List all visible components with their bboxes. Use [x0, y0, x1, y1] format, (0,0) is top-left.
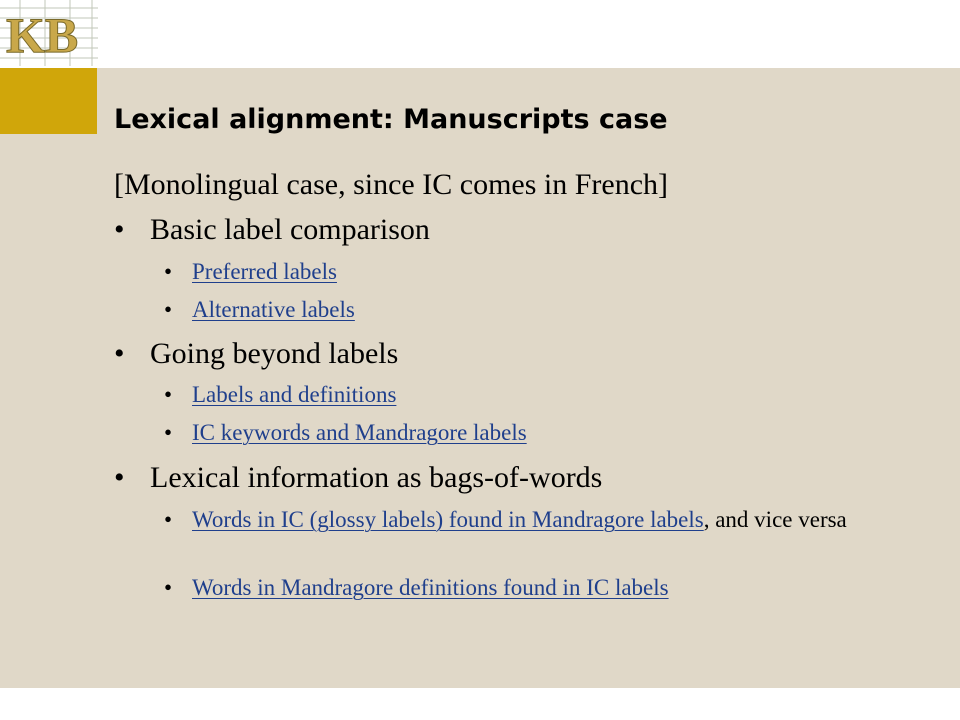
bullet-going-beyond-labels: • Going beyond labels	[114, 337, 399, 371]
accent-block	[0, 68, 97, 134]
content-panel	[97, 68, 960, 688]
section-label: Lexical information as bags-of-words	[150, 461, 603, 494]
bullet-icon: •	[114, 337, 125, 370]
bullet-icon: •	[164, 420, 173, 445]
sub-item-suffix: , and vice versa	[703, 507, 847, 532]
bullet-icon: •	[164, 382, 173, 407]
link-labels-and-definitions[interactable]: Labels and definitions	[192, 382, 397, 407]
bullet-icon: •	[164, 297, 173, 322]
slide-title: Lexical alignment: Manuscripts case	[114, 104, 668, 135]
sub-item-words-in-ic: • Words in IC (glossy labels) found in M…	[164, 504, 912, 535]
bullet-bags-of-words: • Lexical information as bags-of-words	[114, 461, 603, 495]
bullet-icon: •	[164, 507, 173, 532]
sub-item-ic-keywords: • IC keywords and Mandragore labels	[164, 420, 527, 446]
intro-text: [Monolingual case, since IC comes in Fre…	[114, 168, 669, 201]
svg-text:KB: KB	[6, 7, 78, 63]
bullet-icon: •	[114, 213, 125, 246]
link-preferred-labels[interactable]: Preferred labels	[192, 259, 337, 284]
section-label: Basic label comparison	[150, 213, 430, 246]
section-label: Going beyond labels	[150, 337, 399, 370]
link-alternative-labels[interactable]: Alternative labels	[192, 297, 355, 322]
link-words-in-mandragore[interactable]: Words in Mandragore definitions found in…	[192, 575, 669, 600]
sub-item-labels-and-definitions: • Labels and definitions	[164, 382, 397, 408]
sub-item-preferred-labels: • Preferred labels	[164, 259, 337, 285]
bullet-icon: •	[164, 259, 173, 284]
bullet-icon: •	[114, 461, 125, 494]
bullet-basic-label-comparison: • Basic label comparison	[114, 213, 430, 247]
kb-logo-icon: KB	[0, 0, 98, 66]
sub-item-alternative-labels: • Alternative labels	[164, 297, 355, 323]
sub-item-words-in-mandragore: • Words in Mandragore definitions found …	[164, 575, 669, 601]
kb-logo: KB	[0, 0, 98, 66]
link-words-in-ic[interactable]: Words in IC (glossy labels) found in Man…	[192, 507, 704, 532]
link-ic-keywords-mandragore[interactable]: IC keywords and Mandragore labels	[192, 420, 527, 445]
left-strip	[0, 134, 97, 688]
bullet-icon: •	[164, 575, 173, 600]
